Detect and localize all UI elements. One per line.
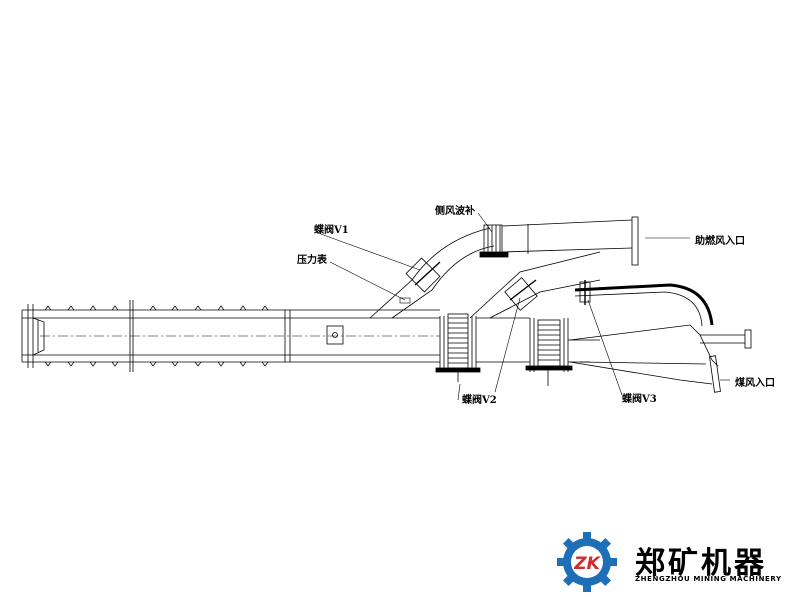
pressure-port bbox=[326, 325, 344, 345]
expansion-joint-1 bbox=[435, 313, 481, 382]
company-logo: ZK 郑矿机器 ZHENGZHOU MINING MACHINERY bbox=[555, 530, 795, 594]
label-assist-air-inlet: 助燃风入口 bbox=[695, 236, 745, 247]
label-butterfly-valve-v3: 蝶阀V3 bbox=[622, 394, 657, 405]
burner-nozzle bbox=[32, 317, 45, 356]
label-butterfly-valve-v1: 蝶阀V1 bbox=[314, 225, 349, 236]
logo-mark-text: ZK bbox=[573, 554, 601, 574]
compensator-side-air bbox=[479, 224, 509, 258]
company-name-en: ZHENGZHOU MINING MACHINERY bbox=[635, 575, 782, 583]
gear-logo-icon: ZK bbox=[557, 532, 617, 592]
anchor-studs bbox=[44, 305, 269, 367]
coal-air-duct bbox=[569, 324, 752, 393]
hose-line bbox=[574, 283, 714, 327]
branch-duct-v2 bbox=[469, 251, 601, 319]
butterfly-valve-v1 bbox=[405, 257, 441, 293]
branch-duct-v1 bbox=[369, 227, 495, 319]
company-name-cn: 郑矿机器 bbox=[635, 546, 767, 581]
label-coal-air-inlet: 煤风入口 bbox=[735, 378, 775, 389]
leader-lines bbox=[317, 212, 730, 401]
main-barrel bbox=[21, 300, 440, 372]
label-pressure-gauge: 压力表 bbox=[297, 255, 327, 266]
label-butterfly-valve-v2: 蝶阀V2 bbox=[462, 395, 497, 406]
label-side-air-compensator: 侧风波补 bbox=[435, 206, 475, 217]
assist-air-duct bbox=[501, 216, 639, 266]
butterfly-valve-v3 bbox=[579, 280, 591, 305]
expansion-joint-2 bbox=[525, 318, 573, 386]
butterfly-valve-v2 bbox=[504, 277, 538, 311]
